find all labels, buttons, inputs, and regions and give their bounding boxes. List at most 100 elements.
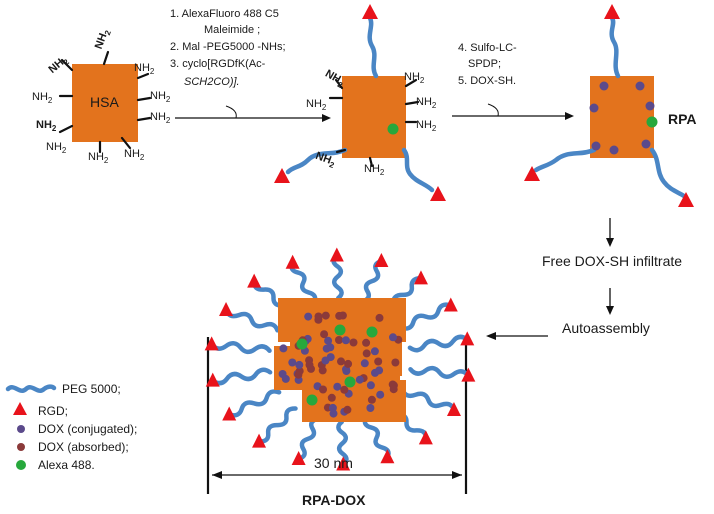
infiltrate-step-label: Free DOX-SH infiltrate: [542, 253, 682, 269]
dox-conjugated-dot: [295, 360, 304, 369]
rpa-dox-nanoparticle: 30 nm RPA-DOX: [204, 247, 476, 508]
dox-conjugated-dot: [641, 139, 651, 149]
reaction-arrow-2: [452, 103, 574, 120]
amine-stub: [404, 78, 418, 88]
rgd-triangle: [362, 4, 378, 19]
down-arrow-2: [606, 288, 614, 315]
amine-stub: [335, 148, 347, 154]
dox-conjugated-dot: [360, 359, 369, 368]
dox-absorbed-dot: [321, 311, 330, 320]
peg-chain: [400, 387, 457, 413]
amine-label: NH2: [46, 141, 67, 155]
rgd-triangle: [524, 166, 540, 181]
rpa-dox-label: RPA-DOX: [302, 492, 366, 508]
rpa-molecule: [524, 4, 694, 207]
peg-chain: [649, 147, 687, 199]
alexa-dot: [296, 338, 308, 350]
rgd-triangle: [461, 367, 476, 382]
dox-conjugated-dot: [371, 368, 379, 377]
dox-conjugated-dot: [321, 356, 330, 365]
rgd-triangle-icon: [13, 402, 27, 415]
peg-chain: [609, 15, 621, 79]
peg-chain: [223, 307, 280, 333]
step1-line: Maleimide ;: [204, 24, 260, 36]
dox-absorbed-icon: [17, 443, 25, 451]
dox-absorbed-dot: [319, 385, 327, 394]
alexa-dot: [366, 326, 378, 338]
hsa-protein-block: [72, 64, 138, 142]
dox-conjugated-dot: [324, 336, 333, 345]
hsa-molecule: HSA NH2 NH2 NH2 NH2 NH2 NH2 NH2 NH2 NH2 …: [32, 29, 171, 165]
dox-absorbed-dot: [344, 359, 353, 368]
step2-line: 5. DOX-SH.: [458, 75, 516, 87]
alexa-dot: [306, 394, 318, 406]
peg-chain: [336, 419, 349, 467]
dox-absorbed-dot: [335, 311, 344, 320]
amine-stub: [136, 116, 152, 122]
rgd-triangle: [604, 4, 620, 19]
left-arrow: [486, 332, 548, 340]
peg-chain: [398, 302, 454, 331]
rgd-triangle: [380, 449, 395, 464]
amine-label: NH2: [404, 71, 425, 85]
peg-chain: [226, 389, 282, 418]
amine-label: NH2: [416, 96, 437, 110]
dox-core: [278, 311, 403, 418]
dox-conjugated-dot: [589, 103, 599, 113]
rgd-triangle: [443, 297, 458, 312]
amine-label: NH2: [88, 151, 109, 165]
peg-chain: [285, 147, 348, 175]
dox-absorbed-dot: [375, 313, 384, 322]
peg-chain: [296, 416, 320, 462]
amine-label: NH2: [313, 150, 337, 170]
dox-conjugated-dot: [304, 312, 313, 321]
step1-line: 3. cyclo[RGDfK(Ac-: [170, 58, 266, 70]
amine-label: NH2: [150, 111, 171, 125]
rgd-triangle: [430, 186, 446, 201]
rgd-triangle: [291, 451, 306, 466]
dox-conjugated-dot: [609, 145, 619, 155]
peg-chain: [256, 406, 298, 444]
amine-stub: [136, 96, 152, 102]
dox-conjugated-dot: [329, 409, 338, 418]
reaction-arrow-1: [175, 105, 331, 122]
pegylated-hsa: NH2 NH2 NH2 NH2 NH2 NH2 NH2: [274, 4, 446, 201]
rgd-triangle: [205, 372, 220, 387]
peg-chain: [360, 258, 384, 304]
dox-conjugated-dot: [370, 347, 379, 356]
alexa-dot: [344, 376, 356, 388]
rgd-triangle: [336, 456, 351, 471]
amine-label: NH2: [46, 53, 71, 77]
peg-chain: [331, 253, 344, 301]
peg-chain: [407, 334, 470, 353]
peg-chain: [401, 147, 435, 193]
dox-absorbed-dot: [389, 385, 398, 394]
rgd-triangle: [252, 433, 267, 448]
step1-line: 1. AlexaFluoro 488 C5: [170, 8, 279, 20]
dox-absorbed-dot: [362, 349, 371, 358]
legend-label: Alexa 488.: [38, 458, 95, 472]
peg-corona: [204, 247, 476, 471]
dox-conjugated-dot: [333, 382, 342, 391]
dox-conjugated-dot: [635, 81, 645, 91]
amine-stub: [60, 58, 74, 72]
dox-absorbed-dot: [340, 385, 349, 394]
rgd-triangle: [374, 252, 389, 267]
step2-reagents: 4. Sulfo-LC- SPDP; 5. DOX-SH.: [458, 42, 517, 87]
dox-conjugated-dot: [599, 81, 609, 91]
amine-stub: [136, 72, 150, 80]
peg-chain: [289, 260, 318, 305]
legend-label: PEG 5000;: [62, 382, 121, 396]
amine-label: NH2: [364, 163, 385, 177]
amine-label: NH2: [36, 119, 57, 133]
alexa-dot: [387, 123, 399, 135]
dox-conjugated-dot: [591, 141, 601, 151]
amine-label: NH2: [134, 62, 155, 76]
amine-stub: [368, 156, 374, 168]
peg-chain: [209, 341, 272, 355]
step1-reagents: 1. AlexaFluoro 488 C5 Maleimide ; 2. Mal…: [170, 8, 286, 88]
peg-chain: [362, 415, 391, 460]
dox-conjugated-dot: [322, 344, 331, 353]
